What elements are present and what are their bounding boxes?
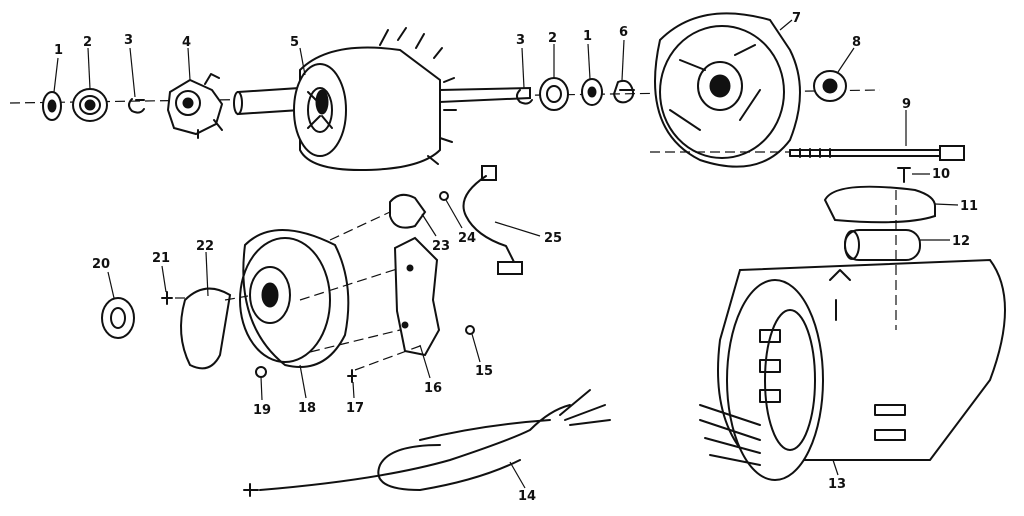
label-part-8: 8: [852, 35, 861, 50]
part-3-clip-right[interactable]: [516, 89, 533, 105]
label-part-6: 6: [619, 25, 628, 40]
label-part-4: 4: [182, 35, 191, 50]
label-part-1-left: 1: [54, 43, 63, 58]
label-part-13: 13: [828, 477, 846, 492]
part-23-overload[interactable]: [389, 193, 427, 229]
part-5-rotor[interactable]: [233, 27, 531, 172]
label-part-12: 12: [952, 234, 970, 249]
part-9-through-bolt[interactable]: [650, 145, 965, 161]
part-6-spring-washer[interactable]: [613, 79, 635, 104]
label-part-16: 16: [424, 381, 442, 396]
label-part-14: 14: [518, 489, 536, 504]
label-part-20: 20: [92, 257, 110, 272]
part-10-screw[interactable]: [897, 167, 911, 183]
part-12-capacitor[interactable]: [844, 229, 921, 261]
leader-lines: [53, 19, 959, 489]
part-3-clip-left[interactable]: [128, 98, 145, 114]
label-part-10: 10: [932, 167, 950, 182]
part-14-power-cord[interactable]: [243, 389, 611, 497]
label-part-3-left: 3: [124, 33, 133, 48]
part-1-washer-right[interactable]: [581, 78, 603, 106]
label-part-3-right: 3: [516, 33, 525, 48]
label-part-23: 23: [432, 239, 450, 254]
label-part-18: 18: [298, 401, 316, 416]
assembly-guides: [175, 190, 897, 371]
label-part-1-right: 1: [583, 29, 592, 44]
part-1-washer-left[interactable]: [42, 91, 62, 121]
part-11-capacitor-cover[interactable]: [823, 185, 936, 224]
label-part-7: 7: [792, 11, 801, 26]
label-part-24: 24: [458, 231, 476, 246]
part-2-bearing-right[interactable]: [539, 77, 569, 111]
label-part-2-right: 2: [548, 31, 557, 46]
part-15-screw[interactable]: [465, 325, 475, 335]
part-4-switch-governor[interactable]: [166, 73, 224, 139]
label-part-25: 25: [544, 231, 562, 246]
part-16-terminal-board[interactable]: [393, 236, 441, 357]
part-21-screw[interactable]: [161, 291, 173, 305]
part-7-end-bell[interactable]: [654, 12, 801, 168]
part-22-cover-plate[interactable]: [180, 287, 232, 370]
label-part-9: 9: [902, 97, 911, 112]
label-part-17: 17: [346, 401, 364, 416]
label-part-15: 15: [475, 364, 493, 379]
part-20-grommet[interactable]: [101, 297, 135, 339]
label-part-5: 5: [290, 35, 299, 50]
label-part-21: 21: [152, 251, 170, 266]
part-24-screw[interactable]: [439, 191, 449, 201]
label-part-19: 19: [253, 403, 271, 418]
part-8-bushing[interactable]: [813, 70, 847, 102]
part-2-bearing-left[interactable]: [72, 88, 108, 122]
part-25-lead-wire[interactable]: [462, 165, 523, 275]
label-part-11: 11: [960, 199, 978, 214]
label-part-2-left: 2: [83, 35, 92, 50]
part-labels: 1 2 3 4 5 3 2 1 6 7 8 9 10 11 12 13 14 1…: [54, 11, 978, 504]
part-18-end-bell-switch[interactable]: [239, 229, 350, 368]
part-13-stator-housing[interactable]: [699, 258, 1006, 481]
part-17-screw[interactable]: [347, 369, 357, 383]
label-part-22: 22: [196, 239, 214, 254]
part-19-screw[interactable]: [255, 366, 267, 378]
